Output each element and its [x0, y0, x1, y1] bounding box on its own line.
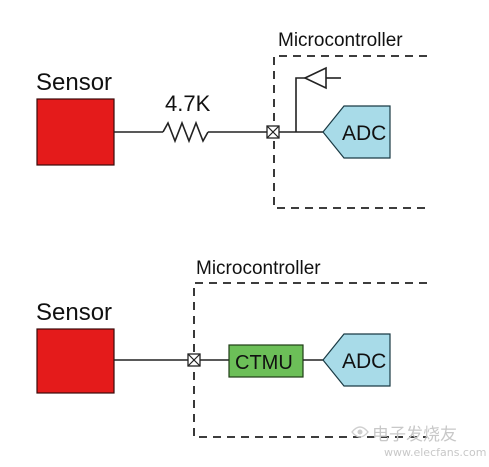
top-adc-label: ADC — [342, 122, 386, 145]
bottom-adc-block — [322, 333, 391, 387]
watermark-line1: 电子发烧友 — [372, 425, 457, 445]
bottom-pin-icon — [187, 353, 201, 367]
top-sensor-label: Sensor — [36, 69, 112, 96]
top-adc-block — [322, 105, 391, 159]
watermark-line2: www.elecfans.com — [384, 446, 486, 459]
top-wire-branch — [295, 77, 305, 132]
resistor-label: 4.7K — [165, 91, 211, 116]
bottom-circuit: Sensor Microcontroller CTMU ADC — [36, 258, 427, 438]
bottom-sensor-label: Sensor — [36, 299, 112, 326]
top-sensor-block — [36, 98, 115, 166]
ctmu-label: CTMU — [235, 352, 293, 374]
bottom-sensor-block — [36, 328, 115, 394]
buffer-icon — [303, 66, 327, 90]
watermark: 电子发烧友 www.elecfans.com — [351, 425, 486, 459]
top-pin-icon — [266, 125, 280, 139]
watermark-logo-icon — [351, 426, 369, 438]
resistor-symbol — [162, 120, 209, 144]
bottom-mcu-label: Microcontroller — [196, 258, 321, 279]
bottom-adc-label: ADC — [342, 350, 386, 373]
top-mcu-label: Microcontroller — [278, 30, 403, 51]
top-circuit: Sensor 4.7K Microcontroller ADC — [36, 30, 427, 209]
ctmu-block — [228, 344, 304, 378]
